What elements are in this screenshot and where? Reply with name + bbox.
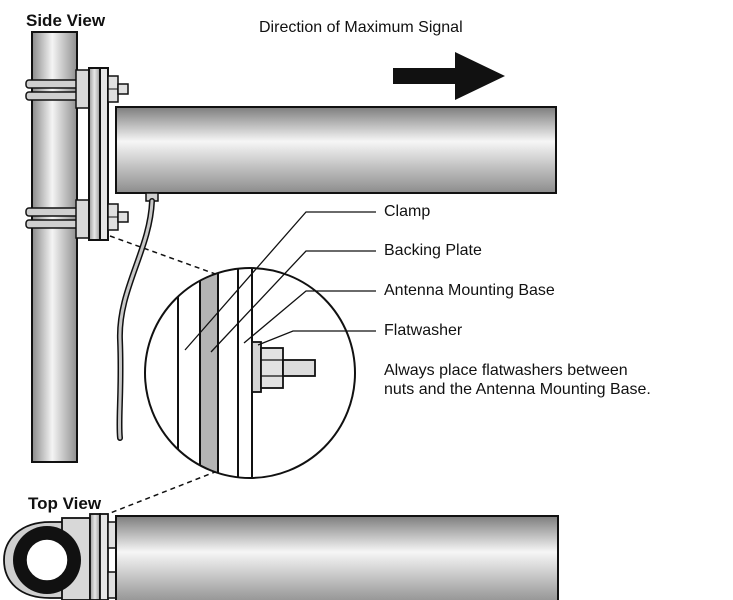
side-nut-lower bbox=[107, 203, 129, 231]
clamp-label: Clamp bbox=[384, 203, 431, 220]
flatwasher-note: Always place flatwashers between nuts an… bbox=[384, 361, 729, 399]
magnifier-line-bottom bbox=[94, 469, 221, 520]
leader-flatwasher bbox=[257, 330, 376, 346]
detail-backing-plate bbox=[199, 268, 219, 478]
leader-mounting-base bbox=[243, 290, 376, 344]
backing-plate-label: Backing Plate bbox=[384, 242, 482, 259]
antenna-boom bbox=[115, 106, 557, 194]
leader-lines bbox=[184, 211, 376, 353]
cable bbox=[116, 192, 159, 441]
top-backing-plate bbox=[89, 513, 101, 600]
note-line-1: Always place flatwashers between bbox=[384, 362, 628, 379]
note-line-2: nuts and the Antenna Mounting Base. bbox=[384, 381, 651, 398]
pole bbox=[31, 31, 78, 463]
direction-label: Direction of Maximum Signal bbox=[259, 19, 463, 36]
top-antenna-boom bbox=[115, 515, 559, 600]
leader-clamp bbox=[184, 211, 376, 351]
detail-bolt bbox=[282, 359, 316, 377]
direction-arrow bbox=[393, 52, 505, 100]
magnifier-line-top bbox=[109, 235, 233, 281]
detail-nut bbox=[260, 347, 284, 389]
side-view-title: Side View bbox=[26, 11, 106, 30]
leader-backing-plate bbox=[210, 250, 376, 353]
side-nut-upper bbox=[107, 75, 129, 103]
flatwasher-label: Flatwasher bbox=[384, 322, 463, 339]
detail-flatwasher bbox=[251, 341, 262, 393]
top-view-title: Top View bbox=[28, 494, 102, 513]
lower-clamp bbox=[25, 199, 91, 239]
backing-plate bbox=[88, 67, 101, 241]
mounting-base-label: Antenna Mounting Base bbox=[384, 282, 555, 299]
top-mounting-base bbox=[99, 513, 109, 600]
detail-circle bbox=[145, 268, 355, 478]
mounting-base bbox=[99, 67, 109, 241]
